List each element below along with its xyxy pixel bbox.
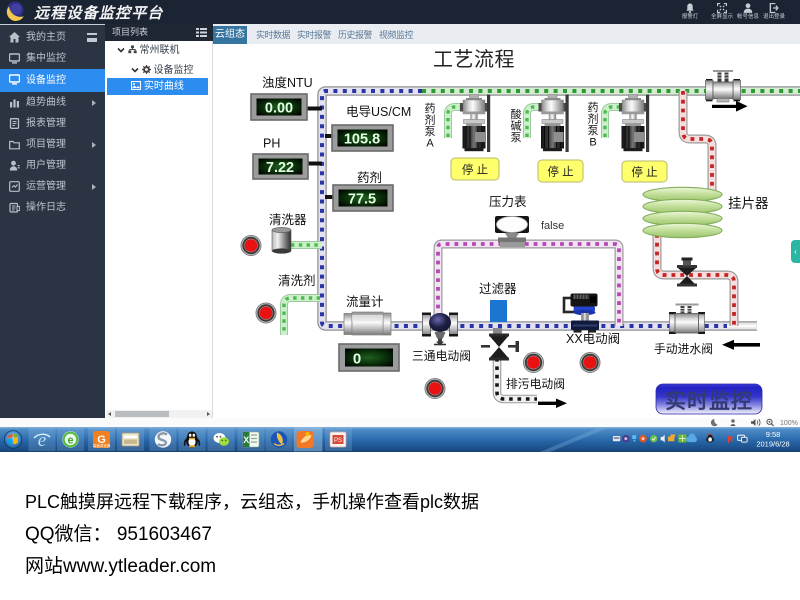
svg-text:清洗器: 清洗器 (269, 213, 307, 227)
svg-text:泵: 泵 (511, 131, 522, 144)
svg-text:XX电动阀: XX电动阀 (566, 332, 620, 346)
svg-text:工艺流程: 工艺流程 (433, 48, 515, 71)
svg-text:PH: PH (263, 137, 280, 151)
svg-text:e: e (67, 435, 73, 447)
svg-text:剂: 剂 (588, 112, 599, 126)
svg-text:高速浏览器: 高速浏览器 (93, 443, 111, 448)
svg-text:9:58: 9:58 (766, 430, 781, 439)
svg-text:排污电动阀: 排污电动阀 (506, 377, 565, 391)
svg-text:碱: 碱 (511, 120, 522, 133)
svg-text:7.22: 7.22 (266, 160, 294, 176)
svg-text:0: 0 (353, 351, 361, 368)
svg-text:B: B (589, 137, 596, 149)
svg-text:泵: 泵 (425, 125, 436, 138)
svg-text:停 止: 停 止 (631, 165, 657, 179)
svg-text:药: 药 (588, 101, 599, 114)
svg-text:三通电动阀: 三通电动阀 (412, 349, 471, 363)
svg-text:G: G (97, 434, 106, 446)
svg-text:挂片器: 挂片器 (728, 196, 769, 211)
svg-text:过滤器: 过滤器 (479, 282, 517, 296)
svg-text:电导US/CM: 电导US/CM (346, 105, 411, 119)
svg-text:e: e (38, 430, 46, 451)
svg-text:77.5: 77.5 (348, 192, 376, 208)
svg-text:药: 药 (425, 102, 436, 115)
svg-text:剂: 剂 (425, 113, 436, 127)
svg-text:停 止: 停 止 (547, 165, 573, 179)
svg-text:压力表: 压力表 (489, 195, 527, 209)
svg-text:2019/6/28: 2019/6/28 (756, 440, 789, 449)
svg-text:浊度NTU: 浊度NTU (262, 75, 313, 90)
svg-text:0.00: 0.00 (265, 101, 293, 117)
svg-text:手动进水阀: 手动进水阀 (654, 342, 713, 356)
svg-text:泵: 泵 (588, 124, 599, 137)
svg-text:清洗剂: 清洗剂 (278, 273, 316, 288)
svg-text:酸: 酸 (511, 107, 522, 121)
svg-text:105.8: 105.8 (344, 132, 380, 148)
svg-text:实时监控: 实时监控 (665, 389, 753, 413)
svg-text:药剂: 药剂 (357, 170, 382, 185)
svg-text:X: X (243, 435, 249, 445)
svg-text:流量计: 流量计 (346, 295, 384, 309)
svg-text:100%: 100% (780, 420, 798, 427)
svg-text:PS: PS (334, 438, 342, 444)
svg-text:false: false (541, 220, 564, 232)
svg-text:A: A (426, 138, 434, 150)
svg-text:停 止: 停 止 (462, 163, 488, 177)
